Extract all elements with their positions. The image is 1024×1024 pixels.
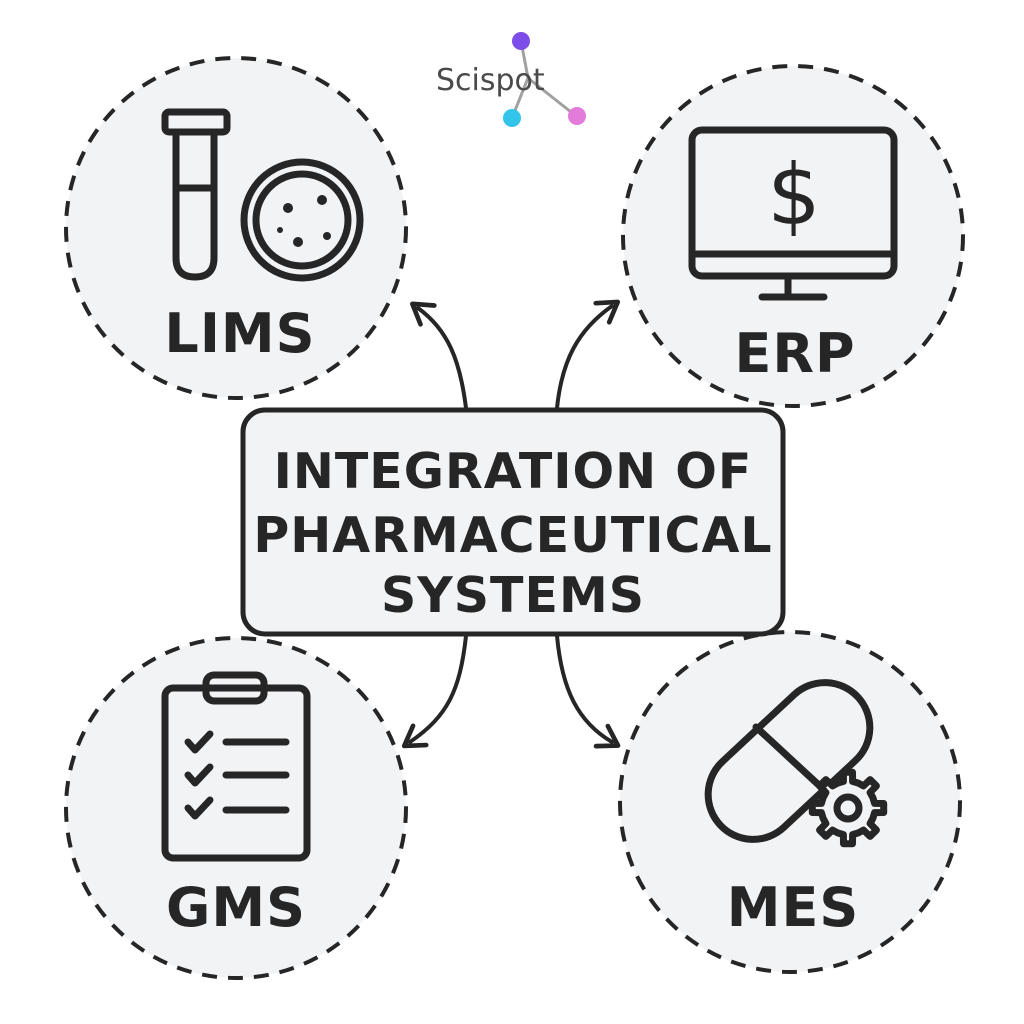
node-label-mes: MES	[727, 876, 860, 939]
logo-dot-cyan	[503, 109, 521, 127]
node-mes: MES	[618, 630, 962, 974]
logo-connector-line	[527, 76, 577, 118]
center-box: INTEGRATION OF PHARMACEUTICAL SYSTEMS	[240, 407, 786, 637]
node-label-lims: LIMS	[164, 302, 315, 365]
test-tube-and-petri-dish-icon	[161, 108, 364, 282]
gear-icon	[808, 768, 888, 848]
node-circle	[64, 56, 408, 400]
center-title-line: INTEGRATION OF	[274, 443, 753, 500]
logo-dot-purple	[512, 32, 530, 50]
connector-arrows	[401, 299, 621, 749]
center-title-line: PHARMACEUTICAL	[253, 507, 772, 564]
clipboard-checklist-icon	[161, 671, 311, 862]
arrow-to-erp	[555, 299, 621, 410]
dollar-sign-icon: $	[767, 146, 820, 244]
arrow-to-mes	[555, 634, 621, 749]
node-lims: LIMS	[64, 56, 408, 400]
center-title-line: SYSTEMS	[381, 567, 645, 624]
arrow-to-gms	[401, 634, 468, 749]
center-box-frame	[240, 407, 786, 637]
capsule-gear-icon	[704, 679, 888, 848]
node-label-gms: GMS	[166, 876, 306, 939]
scispot-logo: Scispot	[436, 32, 586, 127]
node-circle	[618, 630, 962, 974]
logo-dot-pink	[568, 107, 586, 125]
node-label-erp: ERP	[734, 322, 855, 385]
node-circle	[621, 64, 965, 408]
arrow-to-lims	[410, 301, 468, 410]
monitor-dollar-icon: $	[688, 126, 898, 301]
node-gms: GMS	[64, 636, 408, 980]
node-erp: $ ERP	[621, 64, 965, 408]
logo-text: Scispot	[436, 63, 545, 98]
